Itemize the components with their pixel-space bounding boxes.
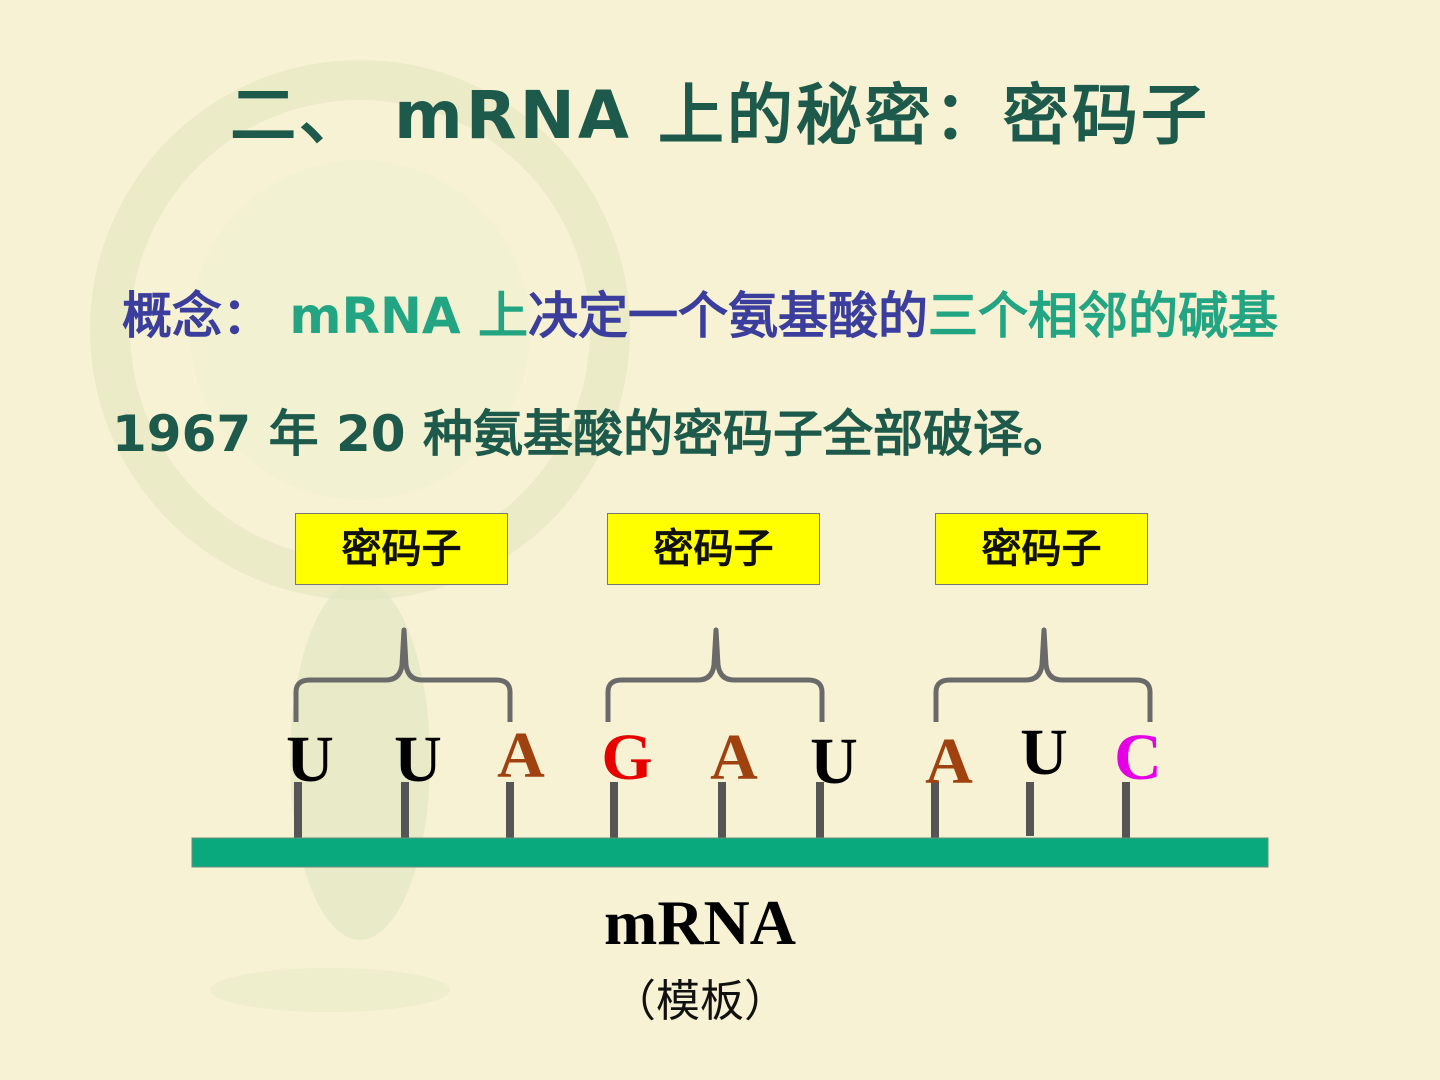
base-9: C <box>1114 721 1162 794</box>
base-4: G <box>601 721 653 794</box>
base-5: A <box>710 721 758 794</box>
slide-title: 二、 mRNA 上的秘密：密码子 <box>230 77 1210 154</box>
base-3: A <box>497 719 545 792</box>
codon-box-1: 密码子 <box>295 513 508 585</box>
codon-brace-1 <box>293 627 513 722</box>
codon-box-2: 密码子 <box>607 513 820 585</box>
concept-middle: 决定一个氨基酸的 <box>527 287 928 345</box>
concept-label: 概念： <box>122 287 272 345</box>
codon-brace-2 <box>605 627 825 722</box>
codon-box-3: 密码子 <box>935 513 1148 585</box>
base-1: U <box>286 723 334 796</box>
base-2: U <box>394 723 442 796</box>
base-6: U <box>810 725 858 798</box>
concept-bases: 三个相邻的碱基 <box>927 287 1278 345</box>
concept-mrna: mRNA 上 <box>272 287 528 345</box>
mrna-strand <box>191 837 1269 868</box>
codon-brace-3 <box>933 627 1153 722</box>
history-note: 1967 年 20 种氨基酸的密码子全部破译。 <box>112 405 1073 463</box>
concept-definition: 概念： mRNA 上决定一个氨基酸的三个相邻的碱基 <box>122 276 1278 348</box>
mrna-label: mRNA <box>604 887 796 958</box>
base-7: A <box>925 725 973 798</box>
base-8: U <box>1020 716 1068 789</box>
mrna-sublabel: （模板） <box>612 976 788 1027</box>
